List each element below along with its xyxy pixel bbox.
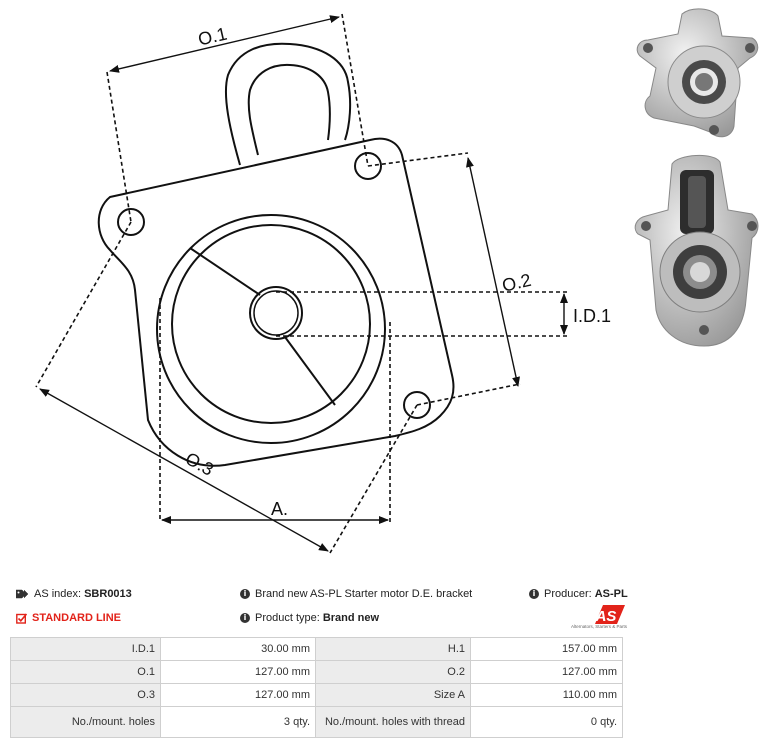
table-row: O.3 127.00 mm Size A 110.00 mm	[10, 683, 623, 707]
spec-label: Size A	[315, 683, 471, 707]
spec-label: H.1	[315, 637, 471, 661]
description-text: Brand new AS-PL Starter motor D.E. brack…	[255, 588, 473, 600]
spec-value: 30.00 mm	[160, 637, 316, 661]
info-icon: i	[240, 613, 250, 623]
inner-diameter-circle	[249, 286, 303, 340]
svg-text:AS: AS	[595, 608, 617, 625]
table-row: I.D.1 30.00 mm H.1 157.00 mm	[10, 637, 623, 661]
producer-value: AS-PL	[594, 588, 628, 600]
label-a: A.	[271, 499, 288, 519]
spec-label: O.3	[10, 683, 161, 707]
table-row: No./mount. holes 3 qty. No./mount. holes…	[10, 706, 623, 738]
info-icon: i	[240, 589, 250, 599]
slot-edges	[189, 247, 336, 406]
info-icon: i	[529, 589, 539, 599]
logo-mark: AS	[595, 605, 625, 625]
standard-line-label: STANDARD LINE	[32, 612, 122, 624]
spec-value: 110.00 mm	[470, 683, 623, 707]
inner-diameter-circle-2	[253, 290, 299, 336]
as-index-label: AS index:	[34, 588, 82, 600]
tag-icon	[16, 589, 29, 599]
spec-label: O.2	[315, 660, 471, 684]
check-square-icon	[16, 612, 27, 624]
spec-label: No./mount. holes	[10, 706, 161, 738]
top-lug-outline	[224, 42, 352, 166]
product-type-value: Brand new	[322, 612, 380, 624]
technical-drawing: O.1 O.2 O.3 I.D.1 A.	[35, 13, 611, 554]
spec-value: 3 qty.	[160, 706, 316, 738]
product-photo-front	[636, 8, 759, 138]
mount-hole-top	[354, 152, 382, 180]
top-lug-inner	[247, 63, 331, 156]
product-info: AS index: SBR0013 i Brand new AS-PL Star…	[10, 583, 628, 631]
spec-value: 0 qty.	[470, 706, 623, 738]
as-index-value: SBR0013	[84, 588, 132, 600]
spec-value: 127.00 mm	[160, 683, 316, 707]
spec-label: O.1	[10, 660, 161, 684]
spec-label: I.D.1	[10, 637, 161, 661]
spec-label: No./mount. holes with thread	[315, 706, 471, 738]
mount-hole-left	[117, 208, 145, 236]
producer-label: Producer:	[544, 588, 592, 600]
label-id1: I.D.1	[573, 306, 611, 326]
specifications-table: I.D.1 30.00 mm H.1 157.00 mm O.1 127.00 …	[10, 637, 623, 738]
spec-value: 157.00 mm	[470, 637, 623, 661]
mount-hole-bottom	[403, 391, 431, 419]
label-o1: O.1	[196, 24, 229, 50]
flange-outline	[97, 137, 455, 467]
standard-line: STANDARD LINE	[16, 612, 121, 624]
product-photo-side	[634, 155, 759, 347]
spec-value: 127.00 mm	[160, 660, 316, 684]
description: i Brand new AS-PL Starter motor D.E. bra…	[240, 588, 472, 600]
as-pl-logo: AS Alternators, Starters & Parts	[565, 603, 627, 631]
product-type-label: Product type:	[255, 612, 320, 624]
product-type: i Product type: Brand new	[240, 612, 379, 624]
table-row: O.1 127.00 mm O.2 127.00 mm	[10, 660, 623, 684]
label-o3: O.3	[182, 448, 217, 480]
as-index: AS index: SBR0013	[16, 588, 132, 600]
producer: i Producer: AS-PL	[529, 588, 628, 600]
logo-subtext: Alternators, Starters & Parts	[570, 624, 627, 629]
spec-value: 127.00 mm	[470, 660, 623, 684]
